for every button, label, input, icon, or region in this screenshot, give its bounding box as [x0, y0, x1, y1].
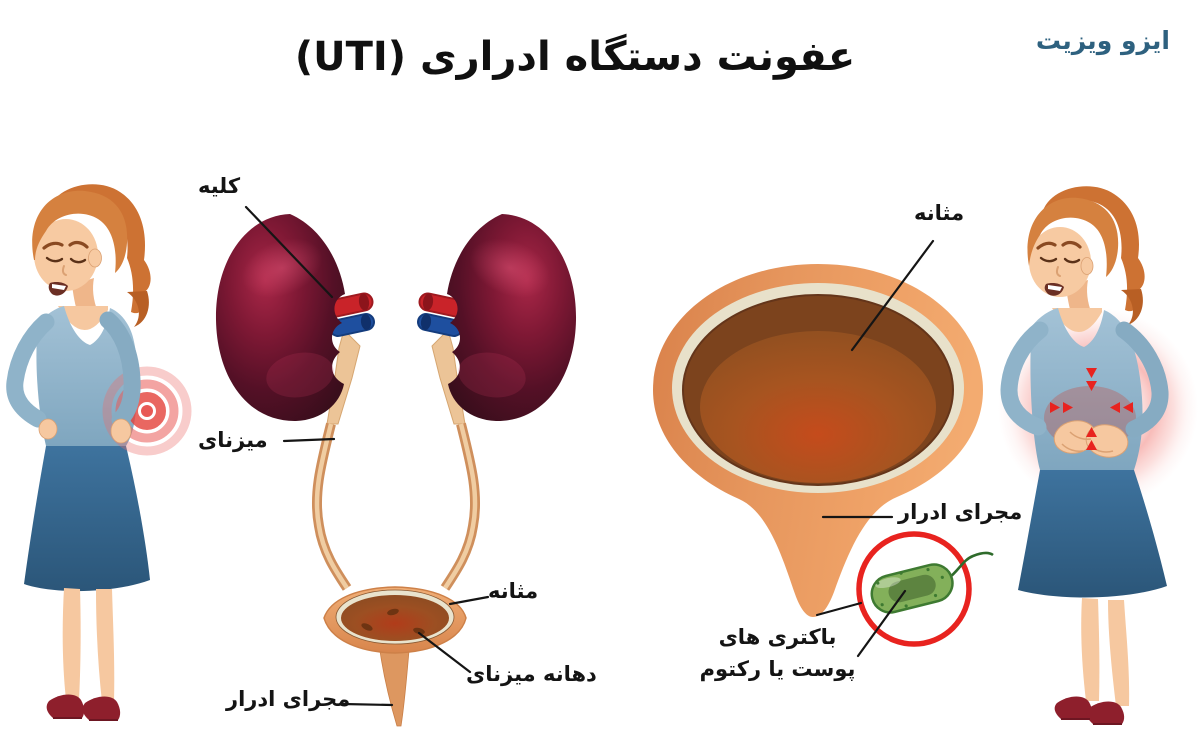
pain-arrows-icon: [1050, 368, 1133, 450]
ureter-label: میزنای: [198, 428, 268, 452]
woman-back-pain-illustration: [6, 184, 192, 721]
chest-skin: [58, 306, 108, 331]
clasped-hands: [1053, 420, 1129, 458]
artery-opening: [358, 293, 370, 311]
shoe-right: [1086, 701, 1125, 724]
skirt: [24, 446, 150, 592]
flagellum: [948, 551, 994, 580]
urethra-left-leader-line: [341, 702, 394, 707]
face: [34, 219, 98, 291]
ureter-opening-leader-line: [417, 631, 472, 674]
bacteria-entry-leader-line: [815, 601, 863, 617]
kidney-leader-line: [244, 205, 334, 299]
brand-wordmark: ایزو ویزیت: [1035, 26, 1170, 55]
bacteria-source-label-line2: پوست یا رکتوم: [699, 657, 856, 681]
kidney-right-mirrored: [420, 214, 576, 588]
leg-right: [96, 589, 115, 702]
hair-back: [1042, 186, 1145, 312]
bacteria-source-label: باکتری های پوست یا رکتوم: [690, 621, 865, 685]
ureter-leader-line: [282, 437, 336, 443]
skirt: [1018, 470, 1167, 598]
hair-tail: [1121, 289, 1143, 325]
right-sleeve: [1115, 321, 1169, 438]
vein-opening: [360, 314, 372, 330]
kidney-with-vessels-and-ureter: [215, 214, 375, 591]
right-sleeve: [99, 311, 141, 429]
hair-front: [32, 190, 128, 273]
urethra-shape: [379, 650, 410, 727]
ureter-opening-spot: [361, 623, 373, 631]
right-hand-on-back: [110, 418, 132, 444]
shoe-left: [1054, 696, 1093, 719]
bladder-cross-section-illustration: [653, 264, 983, 617]
hair-front: [1027, 197, 1119, 277]
bladder-right-label: مثانه: [914, 201, 965, 225]
bladder-left-label: مثانه: [488, 579, 539, 603]
bladder-right-leader-line: [850, 239, 935, 352]
urethra-left-label: مجرای ادرار: [226, 687, 351, 711]
urinary-system-illustration: [215, 214, 576, 727]
woman-abdominal-pain-illustration: [998, 186, 1198, 725]
bladder-left-leader-line: [448, 595, 490, 606]
left-sleeve: [1000, 321, 1049, 436]
left-hand: [38, 418, 58, 440]
urine-surface: [700, 331, 936, 483]
ureter-opening-spot: [413, 627, 425, 635]
shoe-right: [82, 696, 121, 720]
bacterium-icon: [870, 563, 954, 614]
ear: [88, 248, 102, 268]
ureter-inner: [314, 423, 349, 590]
leg-right: [1108, 600, 1130, 706]
kidney-highlight: [241, 238, 323, 298]
ureter-opening-spot: [387, 608, 399, 616]
shirt-torso: [36, 306, 138, 446]
bacteria-label-leader-line: [856, 589, 907, 658]
hair-back: [48, 184, 151, 314]
shoe-left: [46, 694, 85, 718]
leg-left: [62, 588, 81, 700]
kidney-label: کلیه: [198, 174, 241, 198]
left-sleeve: [6, 313, 55, 428]
bladder-anatomy: [323, 586, 467, 727]
ear: [1080, 257, 1094, 275]
page-title: عفونت دستگاه ادراری (UTI): [294, 34, 856, 80]
kidney-lower-lobe-highlight: [266, 352, 334, 398]
bladder-interior: [341, 595, 449, 641]
chest-skin: [1052, 308, 1102, 333]
pained-face-features: [1036, 240, 1082, 296]
hair-tail: [127, 291, 149, 327]
leg-left: [1081, 598, 1100, 701]
ureter-opening-label: دهانه میزنای: [466, 662, 597, 686]
leader-lines: [244, 205, 935, 707]
pained-face-features: [42, 240, 89, 296]
urethra-right-label: مجرای ادرار: [898, 500, 1023, 524]
bacteria-source-label-line1: باکتری های: [718, 625, 837, 649]
